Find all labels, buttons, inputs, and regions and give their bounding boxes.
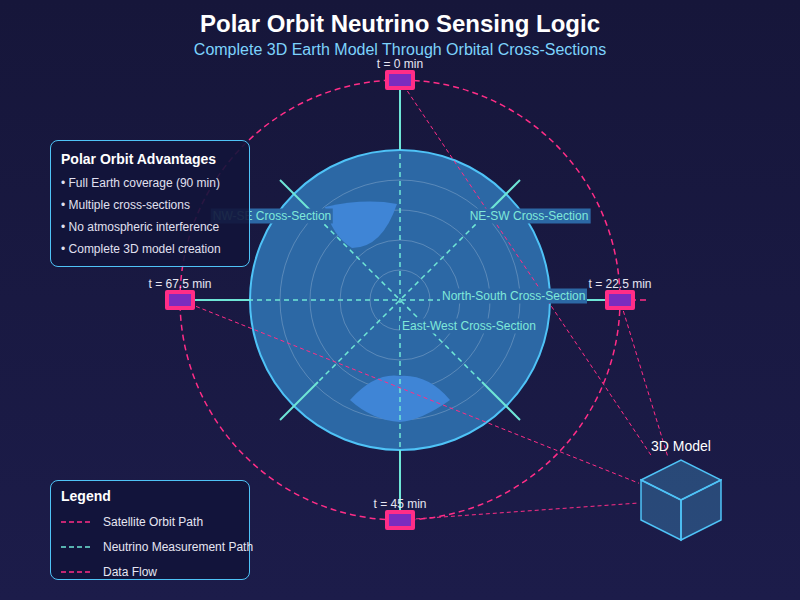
box-heading: Polar Orbit Advantages bbox=[61, 149, 239, 169]
subtitle: Complete 3D Earth Model Through Orbital … bbox=[194, 40, 606, 59]
satellite: t = 0 min bbox=[385, 70, 415, 90]
bullet-item: • No atmospheric interference bbox=[61, 216, 239, 238]
legend-row: Satellite Orbit Path bbox=[61, 509, 239, 534]
data-flow bbox=[407, 91, 652, 457]
legend-sample bbox=[61, 542, 95, 552]
time-label: t = 0 min bbox=[377, 57, 423, 71]
legend-row: Neutrino Measurement Path bbox=[61, 534, 239, 559]
measurement-path bbox=[399, 91, 401, 509]
satellite: t = 67.5 min bbox=[165, 290, 195, 310]
legend-text: Neutrino Measurement Path bbox=[103, 540, 253, 554]
legend-sample bbox=[61, 567, 95, 577]
cross-section-label: East-West Cross-Section bbox=[400, 319, 538, 334]
satellite: t = 22.5 min bbox=[605, 290, 635, 310]
bullet-item: • Complete 3D model creation bbox=[61, 238, 239, 260]
bullet-item: • Multiple cross-sections bbox=[61, 194, 239, 216]
bullet-item: • Full Earth coverage (90 min) bbox=[61, 172, 239, 194]
legend-sample bbox=[61, 517, 95, 527]
cube-icon bbox=[640, 458, 722, 542]
model-label: 3D Model bbox=[651, 438, 711, 454]
legend-line bbox=[61, 521, 91, 523]
data-flow bbox=[196, 306, 639, 483]
title: Polar Orbit Neutrino Sensing Logic bbox=[200, 10, 600, 38]
info-box: Polar Orbit Advantages • Full Earth cover… bbox=[50, 140, 250, 267]
time-label: t = 45 min bbox=[373, 497, 426, 511]
data-flow bbox=[416, 503, 639, 519]
model-cube: 3D Model bbox=[640, 458, 722, 542]
legend-line bbox=[61, 546, 91, 548]
legend-text: Data Flow bbox=[103, 565, 157, 579]
continent bbox=[325, 202, 397, 248]
satellite: t = 45 min bbox=[385, 510, 415, 530]
legend-heading: Legend bbox=[61, 487, 239, 505]
time-label: t = 67.5 min bbox=[148, 277, 211, 291]
legend-line bbox=[61, 571, 91, 573]
legend-text: Satellite Orbit Path bbox=[103, 515, 203, 529]
legend-box: LegendSatellite Orbit PathNeutrino Measu… bbox=[50, 480, 250, 580]
cross-section-label: North-South Cross-Section bbox=[440, 289, 587, 304]
cross-section-label: NE-SW Cross-Section bbox=[468, 209, 591, 224]
legend-row: Data Flow bbox=[61, 559, 239, 584]
data-flow bbox=[623, 311, 668, 457]
time-label: t = 22.5 min bbox=[588, 277, 651, 291]
